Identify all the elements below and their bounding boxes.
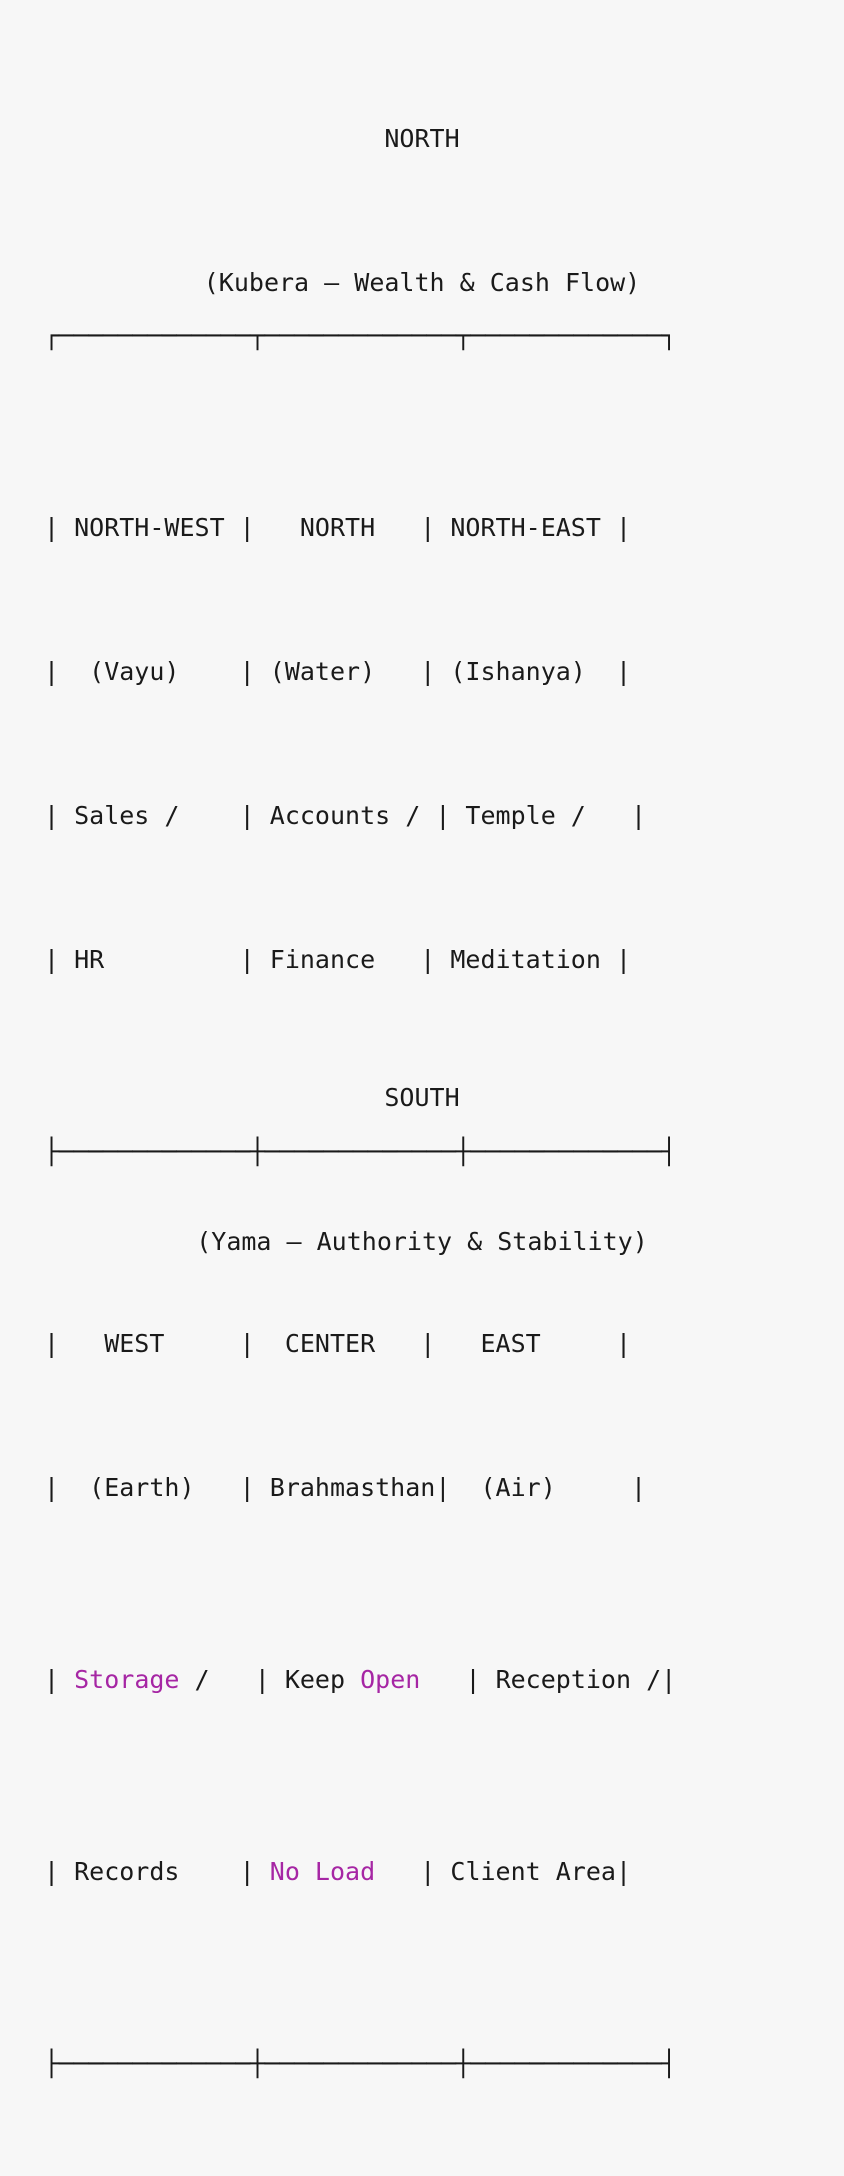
grid-divider-2: ├─────────────┼─────────────┼───────────… [44,2049,677,2078]
south-deity-label: (Yama — Authority & Stability) [196,1227,648,1256]
vastu-layout-page: NORTH (Kubera — Wealth & Cash Flow) ┌───… [0,19,844,2078]
seg-plain: | Records | [44,1857,270,1886]
grid-top-border: ┌─────────────┬─────────────┬───────────… [44,321,677,350]
north-caption: NORTH (Kubera — Wealth & Cash Flow) [0,19,844,403]
grid-row-2-use-line-1: | Storage / | Keep Open | Reception /| [44,1656,676,1704]
grid-row-1-use-line-1: | Sales / | Accounts / | Temple / | [44,801,647,830]
north-deity-label: (Kubera — Wealth & Cash Flow) [203,268,641,297]
grid-row-1-use-line-2: | HR | Finance | Meditation | [44,945,631,974]
grid-row-1-elements: | (Vayu) | (Water) | (Ishanya) | [44,657,631,686]
grid-row-1-directions: | NORTH-WEST | NORTH | NORTH-EAST | [44,513,631,542]
seg-plain: | [44,1665,75,1694]
highlight-open-center: Open [360,1665,421,1694]
grid-row-2-elements: | (Earth) | Brahmasthan| (Air) | [44,1473,647,1502]
north-direction-label: NORTH [384,124,460,153]
south-direction-label: SOUTH [384,1083,460,1112]
seg-plain: | Reception /| [420,1665,677,1694]
highlight-no-load-center: No Load [269,1857,376,1886]
south-caption: SOUTH (Yama — Authority & Stability) [0,978,844,1362]
highlight-storage-west: Storage [74,1665,180,1694]
grid-row-2-use-line-2: | Records | No Load | Client Area| [44,1848,676,1896]
seg-plain: | Client Area| [375,1857,632,1886]
seg-plain: / | Keep [179,1665,361,1694]
